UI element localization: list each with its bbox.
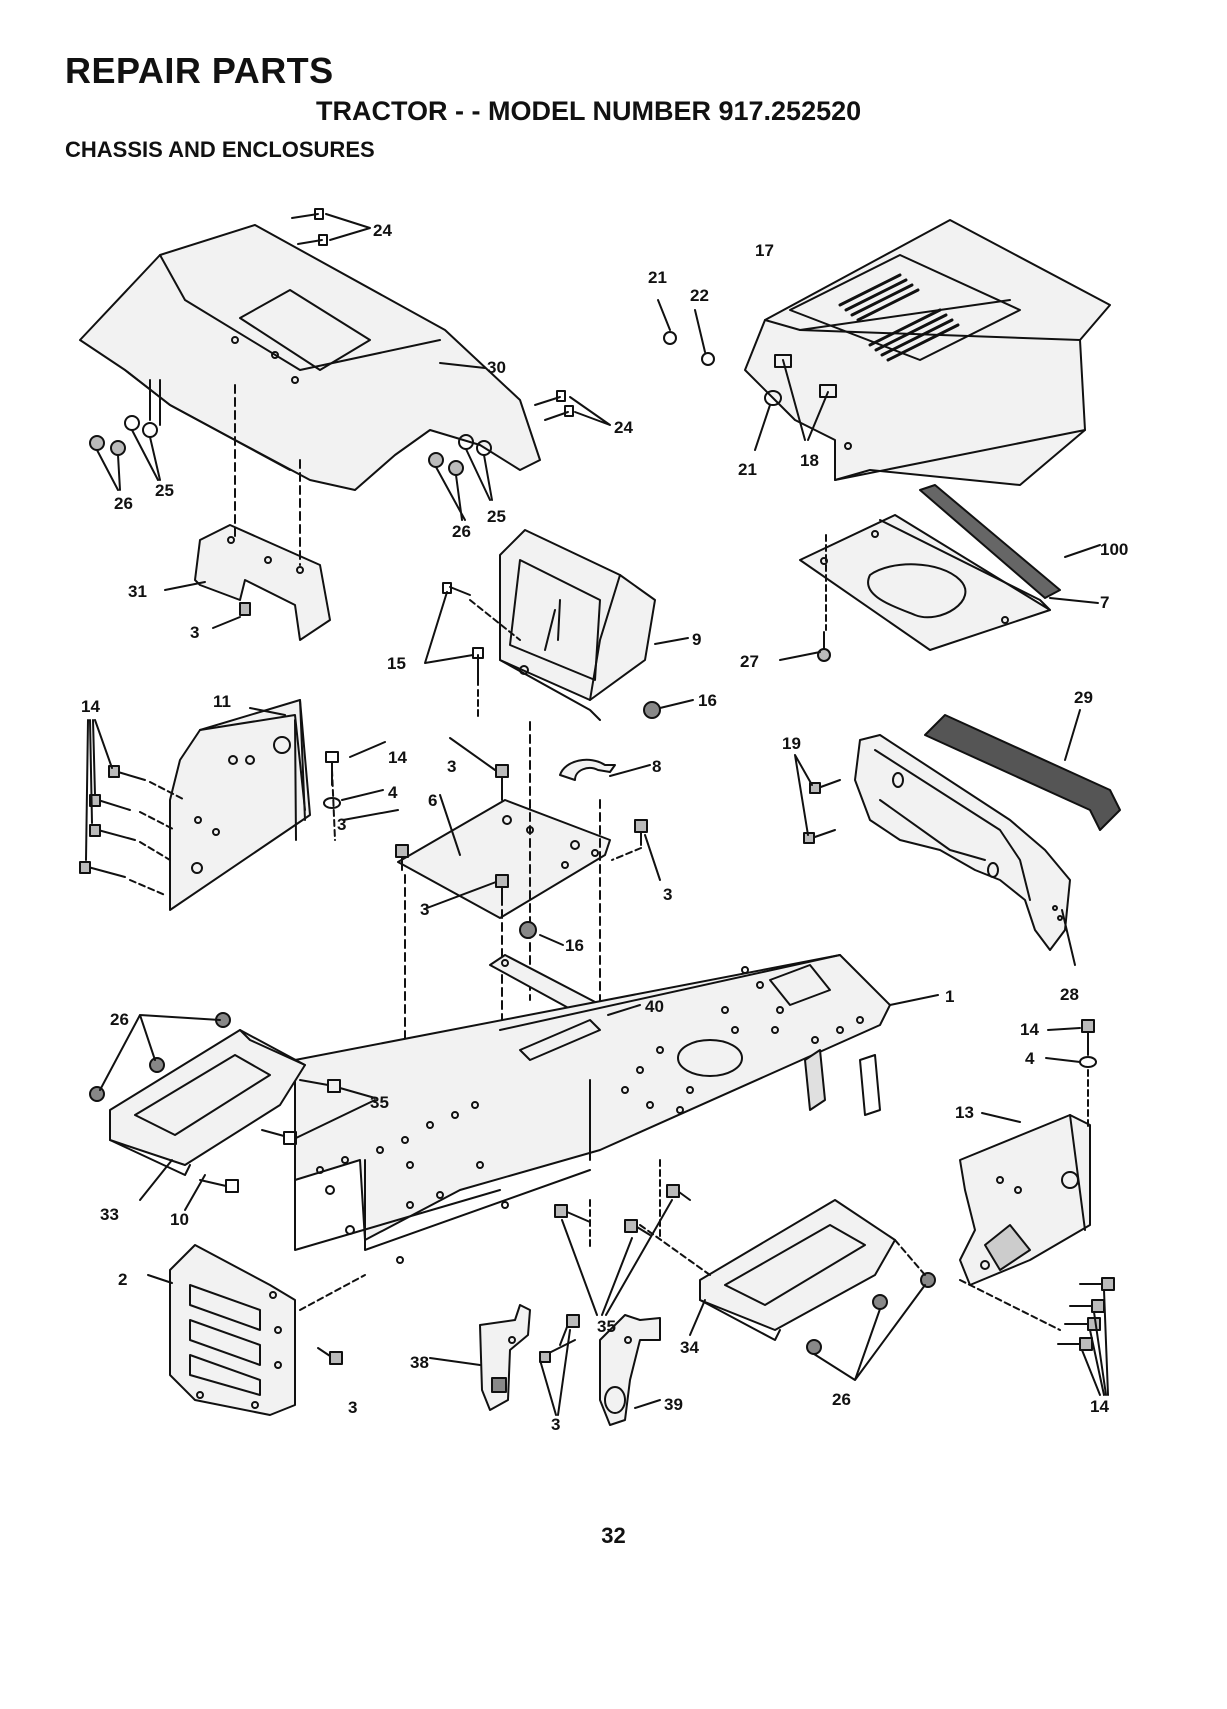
callout-3f: 3 <box>348 1398 357 1417</box>
callout-25a: 25 <box>155 481 174 500</box>
callout-4a: 4 <box>388 783 398 802</box>
part-clamp-8 <box>560 760 615 780</box>
callout-34: 34 <box>680 1338 699 1357</box>
part-bracket-38 <box>480 1305 579 1415</box>
callout-3g: 3 <box>551 1415 560 1434</box>
part-bolts-14-right <box>960 1278 1114 1395</box>
part-floor-panel <box>800 515 1050 661</box>
callout-33: 33 <box>100 1205 119 1224</box>
callout-4b: 4 <box>1025 1049 1035 1068</box>
callout-18: 18 <box>800 451 819 470</box>
part-footrest-left <box>110 1030 305 1175</box>
callout-26c: 26 <box>110 1010 129 1029</box>
callout-14a: 14 <box>81 697 100 716</box>
page-number: 32 <box>0 1523 1227 1549</box>
part-footrest-right <box>640 1200 895 1340</box>
callout-9: 9 <box>692 630 701 649</box>
callout-13: 13 <box>955 1103 974 1122</box>
part-bolt-14-washer-4-right <box>1080 1020 1096 1130</box>
callout-14d: 14 <box>1090 1397 1109 1416</box>
callout-26d: 26 <box>832 1390 851 1409</box>
callout-15: 15 <box>387 654 406 673</box>
part-nut-16-upper <box>644 702 660 718</box>
callout-3d: 3 <box>663 885 672 904</box>
callout-3e: 3 <box>420 900 429 919</box>
callout-21a: 21 <box>648 268 667 287</box>
callout-2: 2 <box>118 1270 127 1289</box>
callout-3a: 3 <box>190 623 199 642</box>
part-nut-16-lower <box>520 922 536 938</box>
callout-7: 7 <box>1100 593 1109 612</box>
part-frame-bolts-35 <box>555 1160 690 1315</box>
callout-17: 17 <box>755 241 774 260</box>
callout-21b: 21 <box>738 460 757 479</box>
part-fender <box>80 225 540 490</box>
callout-16b: 16 <box>565 936 584 955</box>
part-hood <box>745 220 1110 485</box>
callout-10: 10 <box>170 1210 189 1229</box>
callout-22: 22 <box>690 286 709 305</box>
callout-38: 38 <box>410 1353 429 1372</box>
callout-26a: 26 <box>114 494 133 513</box>
callout-39: 39 <box>664 1395 683 1414</box>
callout-26b: 26 <box>452 522 471 541</box>
callout-14b: 14 <box>388 748 407 767</box>
callout-28: 28 <box>1060 985 1079 1004</box>
callout-6: 6 <box>428 791 437 810</box>
part-side-panel-right <box>960 1115 1090 1285</box>
part-front-bracket <box>170 1245 365 1415</box>
part-bolts-24-right <box>535 391 610 425</box>
callout-1: 1 <box>945 987 954 1006</box>
callout-8: 8 <box>652 757 661 776</box>
callout-19: 19 <box>782 734 801 753</box>
callout-3b: 3 <box>447 757 456 776</box>
callout-24b: 24 <box>614 418 633 437</box>
part-dash-panel <box>500 530 655 720</box>
callout-3c: 3 <box>337 815 346 834</box>
part-bolts-24-top <box>292 209 370 245</box>
callout-25b: 25 <box>487 507 506 526</box>
callout-14c: 14 <box>1020 1020 1039 1039</box>
part-side-panel-left <box>170 700 310 910</box>
callout-16a: 16 <box>698 691 717 710</box>
callout-100: 100 <box>1100 540 1128 559</box>
callout-40: 40 <box>645 997 664 1016</box>
callout-27: 27 <box>740 652 759 671</box>
callout-11: 11 <box>213 692 231 711</box>
part-bolts-19 <box>795 755 840 843</box>
callout-35b: 35 <box>597 1317 616 1336</box>
callout-31: 31 <box>128 582 147 601</box>
callout-24a: 24 <box>373 221 392 240</box>
callout-29: 29 <box>1074 688 1093 707</box>
callout-30: 30 <box>487 358 506 377</box>
callout-35a: 35 <box>370 1093 389 1112</box>
part-center-plate <box>398 800 610 918</box>
part-nuts-washers-left <box>90 380 160 490</box>
